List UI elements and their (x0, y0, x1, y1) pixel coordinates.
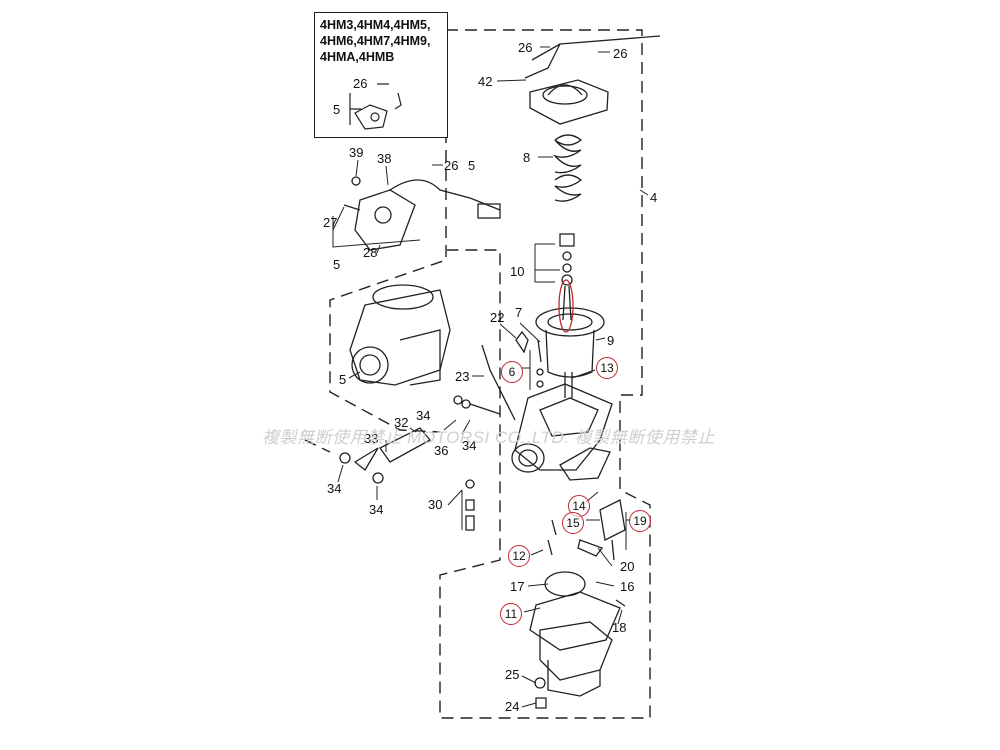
inset-callout-5: 5 (333, 102, 341, 117)
callout-32: 32 (394, 415, 409, 430)
sensor-bracket (343, 176, 501, 251)
carb-body-secondary (349, 284, 451, 386)
callout-33: 33 (364, 431, 379, 446)
callout-26-a: 26 (518, 40, 533, 55)
callout-19-highlighted: 19 (629, 510, 651, 532)
callout-8: 8 (523, 150, 531, 165)
callout-7: 7 (515, 305, 523, 320)
callout-34-b: 34 (462, 438, 477, 453)
assembly-outline (304, 29, 651, 719)
callout-15-highlighted: 15 (562, 512, 584, 534)
small-parts (339, 330, 626, 607)
callout-34-c: 34 (327, 481, 342, 496)
inset-callout-26: 26 (353, 76, 368, 91)
model-inset: 4HM3,4HM4,4HM5, 4HM6,4HM7,4HM9, 4HMA,4HM… (314, 12, 448, 138)
callout-6-highlighted: 6 (501, 361, 523, 383)
callout-18: 18 (612, 620, 627, 635)
callout-22: 22 (490, 310, 505, 325)
callout-26-c: 26 (444, 158, 459, 173)
model-list: 4HM3,4HM4,4HM5, 4HM6,4HM7,4HM9, 4HMA,4HM… (320, 18, 431, 64)
callout-5-a: 5 (468, 158, 476, 173)
callout-12-highlighted: 12 (508, 545, 530, 567)
callout-26-b: 26 (613, 46, 628, 61)
callout-13-highlighted: 13 (596, 357, 618, 379)
callout-5-c: 5 (339, 372, 347, 387)
callout-36: 36 (434, 443, 449, 458)
callout-4: 4 (650, 190, 658, 205)
callout-38: 38 (377, 151, 392, 166)
spring (552, 134, 583, 202)
float-bowl (529, 571, 621, 709)
callout-24: 24 (505, 699, 520, 714)
callout-27: 27 (323, 215, 338, 230)
callout-23: 23 (455, 369, 470, 384)
needle-parts (559, 233, 575, 321)
callout-28: 28 (363, 245, 378, 260)
watermark: 複製無断使用禁止 MOTORSI CO.,LTD. 複製無断使用禁止 (262, 428, 715, 447)
callout-9: 9 (607, 333, 615, 348)
inset-drawing (349, 83, 402, 130)
callout-16: 16 (620, 579, 635, 594)
callout-20: 20 (620, 559, 635, 574)
callout-39: 39 (349, 145, 364, 160)
callout-11-highlighted: 11 (500, 603, 522, 625)
callout-42: 42 (478, 74, 493, 89)
callout-17: 17 (510, 579, 525, 594)
callout-34-a: 34 (416, 408, 431, 423)
carb-body-main (511, 372, 613, 481)
callout-34-d: 34 (369, 502, 384, 517)
callout-30: 30 (428, 497, 443, 512)
callout-10: 10 (510, 264, 525, 279)
callout-25: 25 (505, 667, 520, 682)
callout-5-b: 5 (333, 257, 341, 272)
diaphragm-piston (535, 307, 605, 378)
needle-highlight (558, 279, 574, 333)
top-cover (524, 35, 661, 125)
